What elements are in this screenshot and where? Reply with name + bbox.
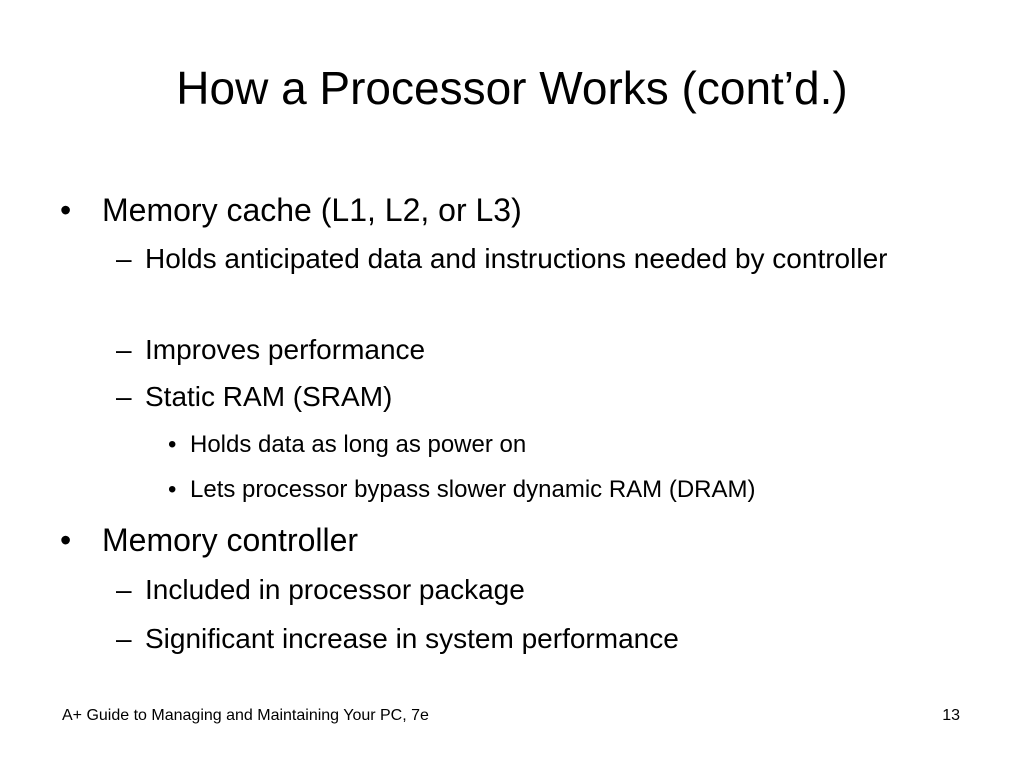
footer-book-title: A+ Guide to Managing and Maintaining You… xyxy=(62,707,429,724)
dash-marker: – xyxy=(116,623,132,654)
bullet-memory-cache: Memory cache (L1, L2, or L3) xyxy=(102,192,522,228)
sub-bullet-improves-performance: Improves performance xyxy=(145,334,426,365)
footer-page-number: 13 xyxy=(942,707,960,724)
sub-bullet-holds-anticipated-data: Holds anticipated data and instructions … xyxy=(145,243,888,274)
dash-marker: – xyxy=(116,381,132,412)
sub-bullet-included-in-package: Included in processor package xyxy=(145,574,525,605)
dash-marker: – xyxy=(116,574,132,605)
sub-bullet-static-ram: Static RAM (SRAM) xyxy=(145,381,393,412)
small-bullet-marker: • xyxy=(168,431,177,458)
sub-sub-bullet-holds-data: Holds data as long as power on xyxy=(190,431,527,458)
sub-bullet-significant-increase: Significant increase in system performan… xyxy=(145,623,679,654)
bullet-marker: • xyxy=(60,522,72,558)
dash-marker: – xyxy=(116,243,132,274)
small-bullet-marker: • xyxy=(168,476,177,503)
slide-title: How a Processor Works (cont’d.) xyxy=(176,62,848,114)
bullet-memory-controller: Memory controller xyxy=(102,522,359,558)
dash-marker: – xyxy=(116,334,132,365)
sub-sub-bullet-bypass-dram: Lets processor bypass slower dynamic RAM… xyxy=(190,476,756,503)
bullet-marker: • xyxy=(60,192,72,228)
